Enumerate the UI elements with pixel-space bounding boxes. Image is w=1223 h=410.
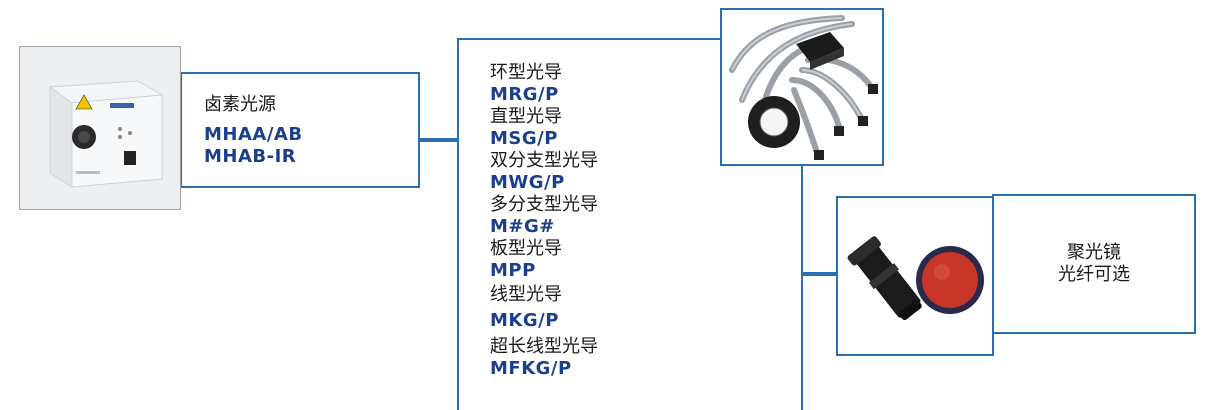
halogen-device-image <box>20 47 180 209</box>
guide-model: MSG/P <box>490 128 558 149</box>
guide-name: 多分支型光导 <box>490 194 598 215</box>
guide-model: MWG/P <box>490 172 565 193</box>
light-guides-photo <box>720 8 884 166</box>
connector-guides-to-optional <box>803 272 837 276</box>
halogen-source-title: 卤素光源 <box>204 94 276 115</box>
optional-text: 聚光镜 光纤可选 <box>994 242 1194 286</box>
condenser-lens-photo <box>836 196 994 356</box>
guide-name: 板型光导 <box>490 238 562 259</box>
halogen-model-2: MHAB-IR <box>204 146 297 167</box>
condenser-lens-image <box>838 198 992 354</box>
connector-halogen-to-guides <box>420 138 458 142</box>
guide-model: MPP <box>490 260 536 281</box>
guide-name: 环型光导 <box>490 62 562 83</box>
optional-line-1: 聚光镜 <box>1067 242 1121 263</box>
halogen-source-box: 卤素光源 MHAA/AB MHAB-IR <box>180 72 420 188</box>
guides-bracket-right <box>801 164 803 410</box>
guide-name: 线型光导 <box>490 284 562 305</box>
optional-line-2: 光纤可选 <box>1058 264 1130 285</box>
guide-model: MFKG/P <box>490 358 572 379</box>
optional-accessories-box: 聚光镜 光纤可选 <box>992 194 1196 334</box>
guide-model: M#G# <box>490 216 555 237</box>
light-guides-image <box>722 10 882 164</box>
guide-name: 超长线型光导 <box>490 336 598 357</box>
halogen-model-1: MHAA/AB <box>204 124 303 145</box>
guide-name: 双分支型光导 <box>490 150 598 171</box>
guide-model: MRG/P <box>490 84 559 105</box>
guide-name: 直型光导 <box>490 106 562 127</box>
halogen-device-photo <box>19 46 181 210</box>
guide-model: MKG/P <box>490 310 559 331</box>
guides-bracket-left <box>457 38 459 410</box>
light-guide-list: 环型光导 MRG/P 直型光导 MSG/P 双分支型光导 MWG/P 多分支型光… <box>490 62 598 380</box>
guides-bracket-top <box>457 38 721 40</box>
